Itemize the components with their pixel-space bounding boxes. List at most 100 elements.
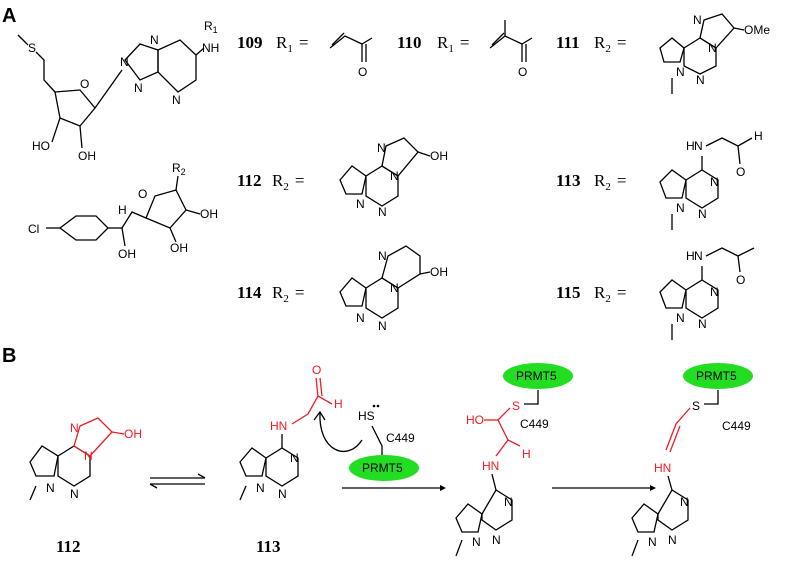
structure-chlorophenyl-core: Cl H OH O R2 OH OH: [28, 161, 218, 261]
atom-n: N: [356, 311, 365, 325]
atom-n: N: [46, 481, 55, 495]
atom-n: N: [378, 205, 387, 219]
atom-n: N: [70, 487, 79, 501]
atom-s: S: [692, 399, 700, 413]
compound-111: 111 R2= N N N N OMe: [556, 13, 770, 94]
atom-h: H: [686, 139, 695, 153]
atom-ome: OMe: [744, 23, 770, 37]
atom-n: N: [256, 481, 265, 495]
atom-h: H: [686, 249, 695, 263]
rgroup-label: R1=: [276, 33, 308, 55]
atom-n: N: [698, 207, 707, 221]
atom-s: S: [512, 399, 520, 413]
atom-o-ring: O: [138, 187, 147, 201]
atom-n: N: [84, 449, 93, 463]
scheme-product-vinyl-adduct: PRMT5 C449 S HN N N N: [631, 363, 753, 557]
atom-r1: R1: [204, 19, 218, 35]
atom-n: N: [694, 249, 703, 263]
atom-n: N: [356, 197, 365, 211]
atom-oh: OH: [430, 149, 448, 163]
rgroup-label: R2=: [272, 171, 304, 193]
atom-n: N: [680, 495, 689, 509]
atom-n: N: [698, 317, 707, 331]
rgroup-label: R1=: [437, 33, 469, 55]
atom-o-ribose: O: [80, 77, 89, 91]
atom-r2: R2: [172, 161, 186, 177]
scheme-compound-112: N N OH N N 112: [29, 417, 142, 556]
compound-id: 111: [556, 33, 580, 52]
atom-n: N: [648, 535, 657, 549]
atom-oh: OH: [124, 427, 142, 441]
compound-115: 115 R2= H N O N N N: [556, 247, 755, 340]
scheme-intermediate-adduct: PRMT5 C449 S HO H HN N N N: [455, 363, 573, 557]
structure-nucleoside-core: S O HO OH N N N N NH R1: [17, 19, 219, 163]
prmt5-ellipse: [683, 363, 753, 389]
compound-label-112: 112: [56, 537, 81, 556]
atom-n: N: [693, 13, 702, 27]
atom-n3: N: [134, 81, 143, 95]
atom-n: N: [278, 487, 287, 501]
compound-id: 114: [237, 283, 262, 302]
atom-n: N: [694, 139, 703, 153]
compound-id: 110: [397, 33, 422, 52]
atom-n: N: [290, 451, 299, 465]
equilibrium-arrow: [149, 473, 206, 489]
compound-id: 113: [556, 171, 581, 190]
atom-nh: NH: [202, 41, 219, 55]
compound-113: 113 R2= H N O H N N N: [556, 129, 763, 230]
compound-114: 114 R2= N N N N OH: [237, 245, 448, 333]
atom-h: H: [754, 129, 763, 143]
atom-ho: HO: [466, 413, 484, 427]
atom-oh-2: OH: [118, 247, 136, 261]
atom-h: H: [334, 397, 343, 411]
enzyme-label: PRMT5: [516, 369, 557, 383]
atom-n9: N: [120, 55, 129, 69]
enzyme-label: PRMT5: [362, 461, 403, 475]
atom-hn: HN: [654, 461, 671, 475]
atom-n: N: [390, 281, 399, 295]
atom-o: O: [518, 65, 527, 79]
atom-n: N: [710, 175, 719, 189]
rgroup-label: R2=: [272, 283, 304, 305]
atom-n: N: [708, 41, 717, 55]
atom-hs: HS: [358, 409, 375, 423]
atom-o: O: [312, 363, 321, 377]
atom-n: N: [676, 65, 685, 79]
compound-id: 109: [237, 33, 263, 52]
atom-h: H: [118, 203, 127, 217]
atom-oh-3: OH: [200, 207, 218, 221]
rgroup-label: R2=: [594, 33, 626, 55]
compound-label-113: 113: [256, 537, 281, 556]
atom-oh: OH: [78, 149, 96, 163]
atom-oh-4: OH: [170, 241, 188, 255]
atom-s: S: [28, 41, 36, 55]
residue-c449: C449: [520, 417, 549, 431]
atom-n: N: [676, 201, 685, 215]
compound-id: 112: [237, 171, 262, 190]
atom-n7: N: [150, 33, 159, 47]
compound-id: 115: [556, 283, 581, 302]
atom-o: O: [736, 273, 745, 287]
atom-n: N: [70, 421, 79, 435]
reaction-arrow-1: [342, 485, 446, 491]
atom-n: N: [377, 141, 386, 155]
rgroup-label: R2=: [594, 171, 626, 193]
enzyme-label: PRMT5: [696, 369, 737, 383]
atom-ho: HO: [32, 139, 50, 153]
panel-label-b: B: [2, 345, 16, 367]
panel-label-a: A: [2, 5, 16, 27]
compound-112: 112 R2= N N N N OH: [237, 137, 448, 219]
scheme-compound-113: HN O H N N N 113 HS C449 PRMT5: [239, 363, 419, 556]
atom-cl: Cl: [28, 222, 39, 236]
atom-n: N: [378, 319, 387, 333]
atom-n: N: [378, 249, 387, 263]
atom-n: N: [676, 311, 685, 325]
atom-n: N: [390, 169, 399, 183]
atom-hn: HN: [270, 419, 287, 433]
atom-h: H: [522, 447, 531, 461]
residue-c449: C449: [722, 419, 751, 433]
atom-o: O: [358, 65, 367, 79]
compound-110: 110 R1= O: [397, 20, 533, 79]
atom-n: N: [668, 533, 677, 547]
atom-oh: OH: [430, 265, 448, 279]
